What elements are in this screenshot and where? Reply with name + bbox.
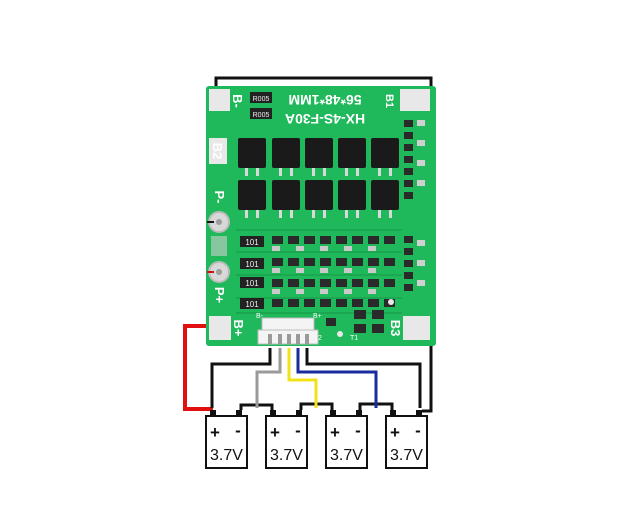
wire-yellow — [287, 348, 318, 408]
shunt-resistors — [240, 236, 264, 309]
wire-gray — [255, 348, 282, 408]
label-b-minus: B- — [230, 94, 245, 108]
silk-model: HX-4S-F30A — [285, 111, 365, 127]
pcb-board: R005 R005 56*48*1MM HX-4S-F30A B- B2 P- … — [206, 86, 436, 346]
wire-red — [183, 324, 218, 411]
wire-black-5 — [305, 348, 422, 408]
smd-rows — [272, 120, 425, 337]
shunt-1-label: 101 — [245, 238, 259, 247]
mosfet — [272, 138, 300, 168]
silk-model-group: HX-4S-F30A — [285, 111, 365, 127]
label-b-plus: B+ — [231, 320, 246, 337]
cell-3-plus: + — [330, 423, 340, 442]
cell-3-voltage: 3.7V — [330, 447, 363, 464]
mosfet — [305, 138, 333, 168]
shunt-4 — [240, 298, 264, 309]
pad-b3 — [403, 316, 430, 340]
battery-cells: + - 3.7V + - 3.7V + - 3.7V + - 3.7V — [205, 410, 428, 469]
mosfet — [272, 180, 300, 210]
balance-connector — [257, 317, 319, 345]
mosfet — [238, 138, 266, 168]
cell-4-plus: + — [390, 423, 400, 442]
wire-black-1 — [210, 348, 272, 408]
silk-connector-right: B+ — [313, 313, 322, 320]
wire-blue — [296, 348, 378, 408]
cell-1-voltage: 3.7V — [210, 447, 243, 464]
cell-4-minus: - — [415, 421, 421, 440]
mosfet — [338, 180, 366, 210]
mosfet — [238, 180, 266, 210]
wire-black-top — [214, 76, 433, 413]
mosfet — [371, 180, 399, 210]
cell-3-minus: - — [355, 421, 361, 440]
pad-b1 — [400, 89, 430, 111]
label-b2: B2 — [210, 143, 225, 160]
mosfet — [338, 138, 366, 168]
cell-2: + - 3.7V — [265, 410, 308, 469]
mosfet-leads — [245, 168, 392, 218]
silk-spec: 56*48*1MM — [288, 92, 361, 108]
label-b3: B3 — [388, 320, 403, 337]
cell-1-minus: - — [235, 421, 241, 440]
resistor-2 — [250, 108, 272, 119]
mosfet — [305, 180, 333, 210]
shunt-3-label: 101 — [245, 279, 259, 288]
shunt-3 — [240, 277, 264, 288]
mosfets-row-1 — [238, 138, 399, 168]
cell-4-voltage: 3.7V — [390, 447, 423, 464]
shunt-2-label: 101 — [245, 260, 259, 269]
silk-t1: T1 — [350, 335, 358, 342]
shunt-2 — [240, 258, 264, 269]
cell-4: + - 3.7V — [385, 410, 428, 469]
mosfet — [371, 138, 399, 168]
cell-1-plus: + — [210, 423, 220, 442]
cell-2-minus: - — [295, 421, 301, 440]
label-p-minus: P- — [212, 191, 227, 204]
shunt-4-label: 101 — [245, 300, 259, 309]
pad-b-minus — [209, 89, 230, 111]
silk-spec-group: 56*48*1MM — [288, 92, 361, 108]
wires — [183, 76, 433, 413]
label-p-plus: P+ — [212, 287, 227, 304]
cell-1: + - 3.7V — [205, 410, 248, 469]
label-b1: B1 — [383, 94, 395, 108]
cell-3: + - 3.7V — [325, 410, 368, 469]
shunt-1 — [240, 236, 264, 247]
resistor-1 — [250, 92, 272, 103]
cell-2-voltage: 3.7V — [270, 447, 303, 464]
resistor-1-label: R005 — [253, 96, 270, 103]
cell-2-plus: + — [270, 423, 280, 442]
pad-b-plus — [209, 316, 231, 340]
silk-connector-num: 2 — [318, 335, 322, 342]
resistor-2-label: R005 — [253, 112, 270, 119]
mosfets-row-2 — [238, 180, 399, 210]
silk-connector-left: B- — [256, 313, 264, 320]
pad-b2 — [209, 138, 227, 164]
